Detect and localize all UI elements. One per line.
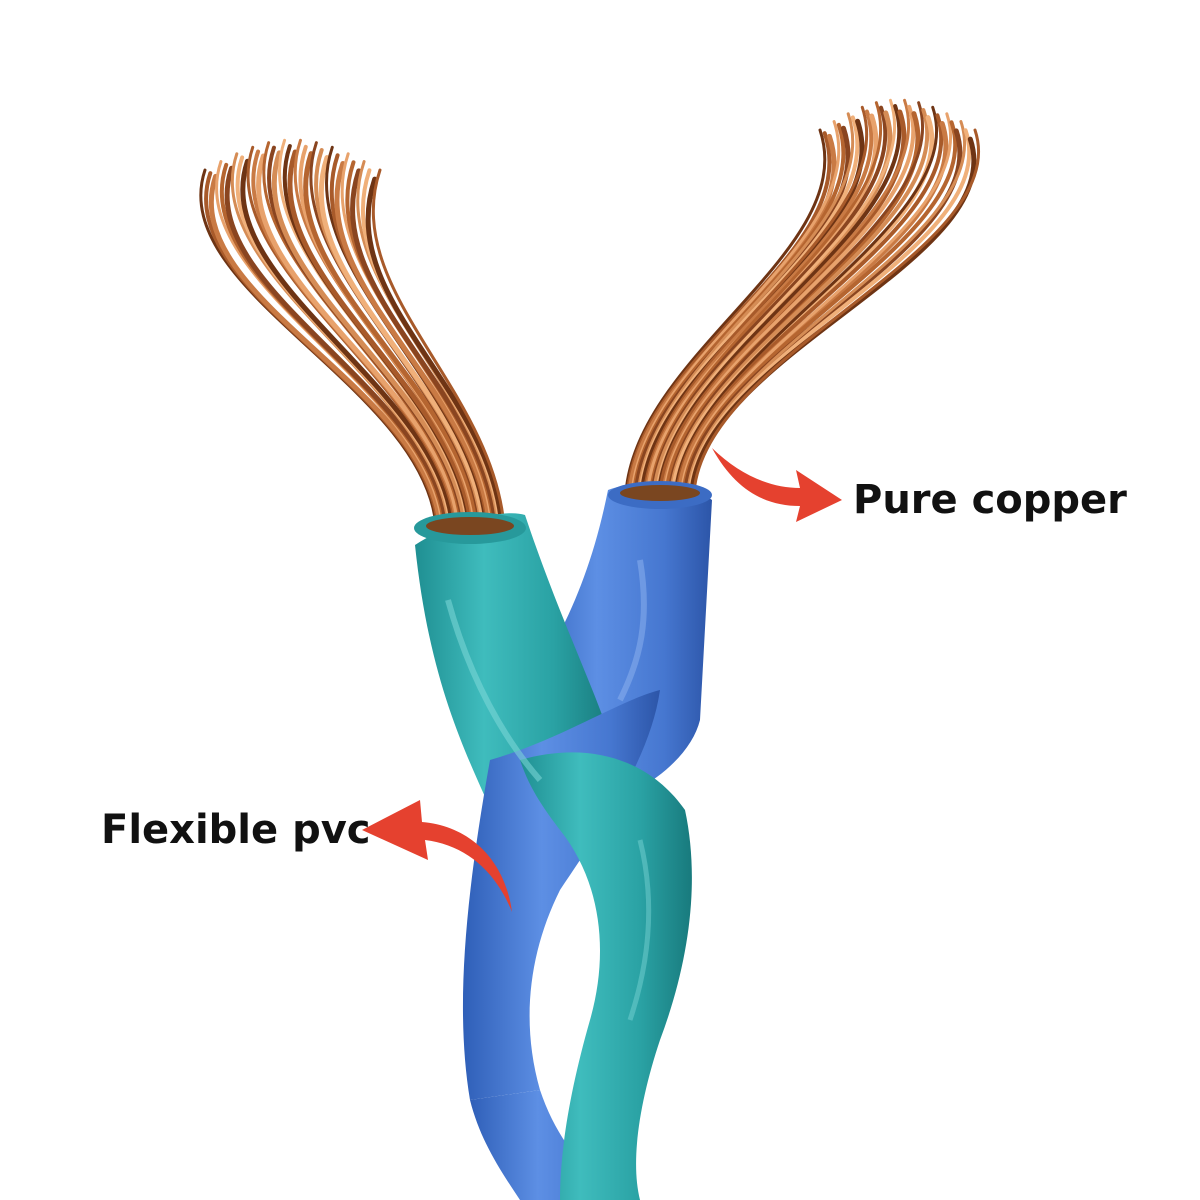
copper-strand bbox=[365, 176, 505, 529]
copper-strand bbox=[680, 112, 952, 494]
right-copper-strands bbox=[624, 98, 980, 495]
copper-strand bbox=[224, 165, 449, 529]
copper-strand bbox=[240, 158, 455, 529]
copper-strand bbox=[271, 150, 468, 529]
pure-copper-label: Pure copper bbox=[853, 477, 1127, 523]
copper-strand bbox=[686, 120, 966, 494]
copper-strand bbox=[630, 120, 841, 494]
curved-arrow-right-icon bbox=[712, 448, 842, 522]
copper-strand bbox=[303, 151, 480, 529]
copper-strand bbox=[661, 98, 910, 494]
copper-strand bbox=[256, 153, 462, 529]
left-copper-strands bbox=[199, 138, 506, 529]
teal-wire-lower bbox=[520, 752, 692, 1200]
flexible-pvc-label: Flexible pvc bbox=[101, 807, 371, 853]
copper-strand bbox=[208, 173, 443, 529]
copper-strand bbox=[334, 160, 493, 529]
copper-strand bbox=[350, 168, 499, 529]
copper-strand bbox=[287, 149, 474, 529]
copper-strand bbox=[624, 128, 827, 494]
copper-strand bbox=[655, 98, 896, 494]
copper-strand bbox=[673, 105, 938, 494]
copper-strand bbox=[372, 168, 506, 528]
copper-strand bbox=[667, 101, 924, 494]
curved-arrow-left-icon bbox=[362, 800, 512, 912]
copper-strand bbox=[318, 155, 486, 529]
copper-strand bbox=[692, 128, 980, 494]
